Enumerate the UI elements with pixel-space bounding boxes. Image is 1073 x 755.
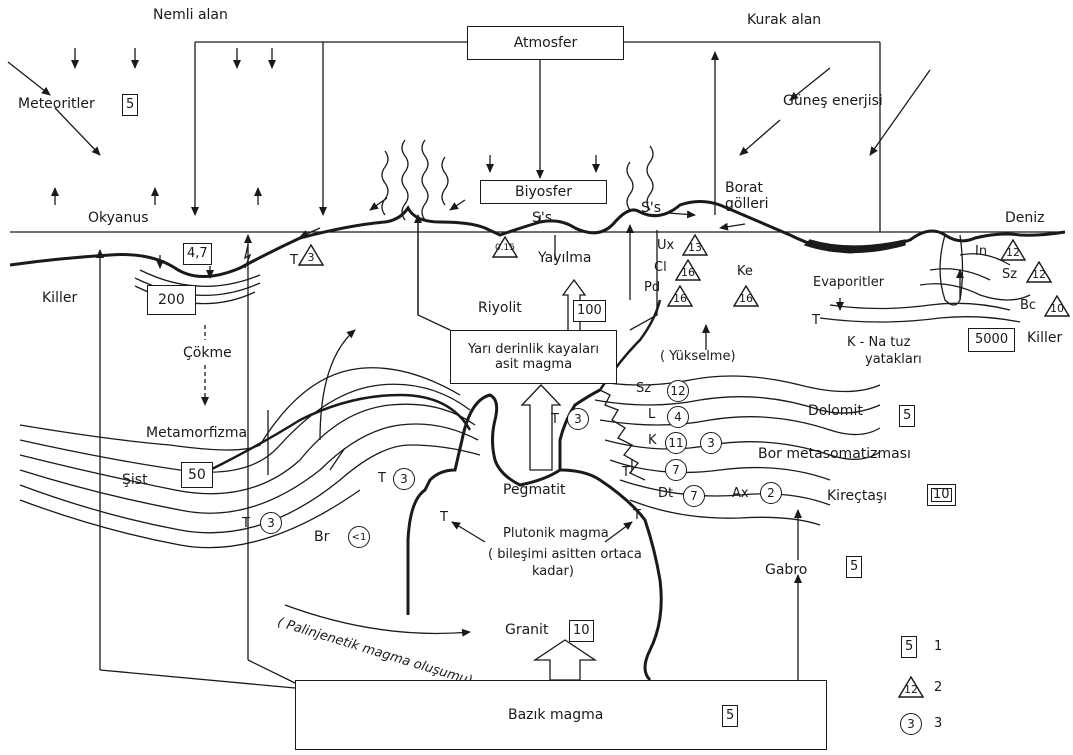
t-marker: T: [551, 412, 559, 427]
dt-label: Dt: [658, 486, 673, 501]
in-label: In: [975, 244, 987, 259]
pd-label: Pd: [644, 280, 660, 295]
atmosfer-label: Atmosfer: [514, 35, 578, 51]
metamorfizma-label: Metamorfizma: [146, 425, 247, 441]
k-label: K: [648, 433, 657, 448]
plutonik-label-1: Plutonik magma: [503, 526, 609, 541]
ux-triangle: 13: [682, 234, 708, 256]
pegmatit-label: Pegmatit: [503, 482, 566, 498]
value-50: 50: [181, 462, 213, 488]
yari-derinlik-box: Yarı derinlik kayaları asit magma: [450, 330, 617, 384]
t-pluton-circle: 3: [393, 468, 415, 490]
granit-hollow-arrow: [535, 640, 595, 680]
dolomit-value: 5: [899, 405, 915, 427]
t-riyolit-circle: 3: [567, 408, 589, 430]
plutonik-label-2: ( bileşimi asitten ortaca: [488, 547, 642, 562]
killer-left-label: Killer: [42, 290, 77, 306]
granit-value: 10: [569, 620, 594, 642]
meteoritler-value: 5: [122, 94, 138, 116]
yari-derinlik-label-2: asit magma: [495, 357, 572, 372]
borat-golleri-label-1: Borat: [725, 180, 763, 196]
yari-derinlik-label-1: Yarı derinlik kayaları: [468, 342, 599, 357]
riyolit-label: Riyolit: [478, 300, 522, 316]
pd-triangle: 16: [667, 285, 693, 307]
cl-label: Cl: [654, 260, 667, 275]
bazik-value: 5: [722, 705, 738, 727]
l-circle: 4: [667, 406, 689, 428]
sz-circle: 12: [667, 380, 689, 402]
kirectasi-value: 10: [927, 484, 956, 506]
bazik-magma-label: Bazık magma: [508, 707, 603, 723]
t-sist-circle: 3: [260, 512, 282, 534]
ax-circle: 2: [760, 482, 782, 504]
legend-circle: 3: [900, 713, 922, 735]
okyanus-label: Okyanus: [88, 210, 149, 226]
j-circle: 7: [665, 459, 687, 481]
legend-label-1: 1: [934, 639, 942, 654]
evaporitler-label: Evaporitler: [813, 275, 884, 290]
ke-label: Ke: [737, 264, 753, 279]
br-label: Br: [314, 529, 329, 545]
legend-triangle: 12: [898, 676, 924, 698]
pegmatit-hollow-arrow: [522, 385, 560, 470]
t-marker: T: [622, 465, 630, 480]
granit-label: Granit: [505, 622, 548, 638]
legend-square: 5: [901, 636, 917, 658]
ax-label: Ax: [732, 486, 749, 501]
ocean-triangle: 3: [298, 244, 324, 266]
gabro-value: 5: [846, 556, 862, 578]
biyosfer-label: Biyosfer: [515, 184, 572, 200]
ux-label: Ux: [657, 238, 674, 253]
t-marker: T: [378, 471, 386, 486]
plutonik-label-3: kadar): [532, 564, 574, 579]
sz-right-label: Sz: [1002, 267, 1017, 282]
k2-circle: 3: [700, 432, 722, 454]
legend-label-3: 3: [934, 716, 942, 731]
borat-golleri-label-2: gölleri: [725, 196, 769, 212]
gabro-label: Gabro: [765, 562, 807, 578]
value-5000: 5000: [968, 328, 1015, 352]
ke-triangle: 16: [733, 285, 759, 307]
t-marker: T: [440, 510, 448, 525]
j-label: J: [630, 459, 634, 474]
t-marker: T: [812, 313, 820, 328]
legend-label-2: 2: [934, 680, 942, 695]
kirectasi-label: Kireçtaşı: [827, 488, 887, 504]
t-marker: T: [242, 516, 250, 531]
l-label: L: [648, 407, 655, 422]
atmosfer-box: Atmosfer: [467, 26, 624, 60]
killer-right-label: Killer: [1027, 330, 1062, 346]
cl-triangle: 16: [675, 259, 701, 281]
value-4-7: 4,7: [183, 243, 212, 265]
yukselme-label: ( Yükselme): [660, 349, 736, 364]
sist-label: Şist: [122, 472, 148, 488]
dt-circle: 7: [683, 485, 705, 507]
biyosfer-triangle: 0.15: [492, 236, 518, 258]
bc-triangle: 10: [1044, 295, 1070, 317]
kna-tuz-label-2: yatakları: [865, 352, 922, 367]
t-marker: T: [290, 253, 298, 268]
cokme-label: Çökme: [183, 345, 232, 361]
deniz-label: Deniz: [1005, 210, 1045, 226]
yayilma-label: Yayılma: [538, 250, 591, 266]
bor-metasomatizmasi-label: Bor metasomatizması: [758, 446, 911, 462]
biyosfer-box: Biyosfer: [480, 180, 607, 204]
meteoritler-label: Meteoritler: [18, 96, 95, 112]
value-100: 100: [573, 300, 606, 322]
in-triangle: 12: [1000, 239, 1026, 261]
k-circle: 11: [665, 432, 687, 454]
sz-right-triangle: 12: [1026, 261, 1052, 283]
dolomit-label: Dolomit: [808, 403, 863, 419]
gunes-enerjisi-label: Güneş enerjisi: [783, 93, 883, 109]
sz-meta-label: Sz: [636, 381, 651, 396]
nemli-alan-label: Nemli alan: [153, 7, 228, 23]
ss-right-label: S's: [641, 200, 661, 216]
t-marker: T: [633, 508, 641, 523]
bc-label: Bc: [1020, 298, 1036, 313]
kurak-alan-label: Kurak alan: [747, 12, 821, 28]
value-200: 200: [147, 285, 196, 315]
br-circle: <1: [348, 526, 370, 548]
ss-left-label: S's: [532, 210, 552, 226]
kna-tuz-label-1: K - Na tuz: [847, 335, 910, 350]
